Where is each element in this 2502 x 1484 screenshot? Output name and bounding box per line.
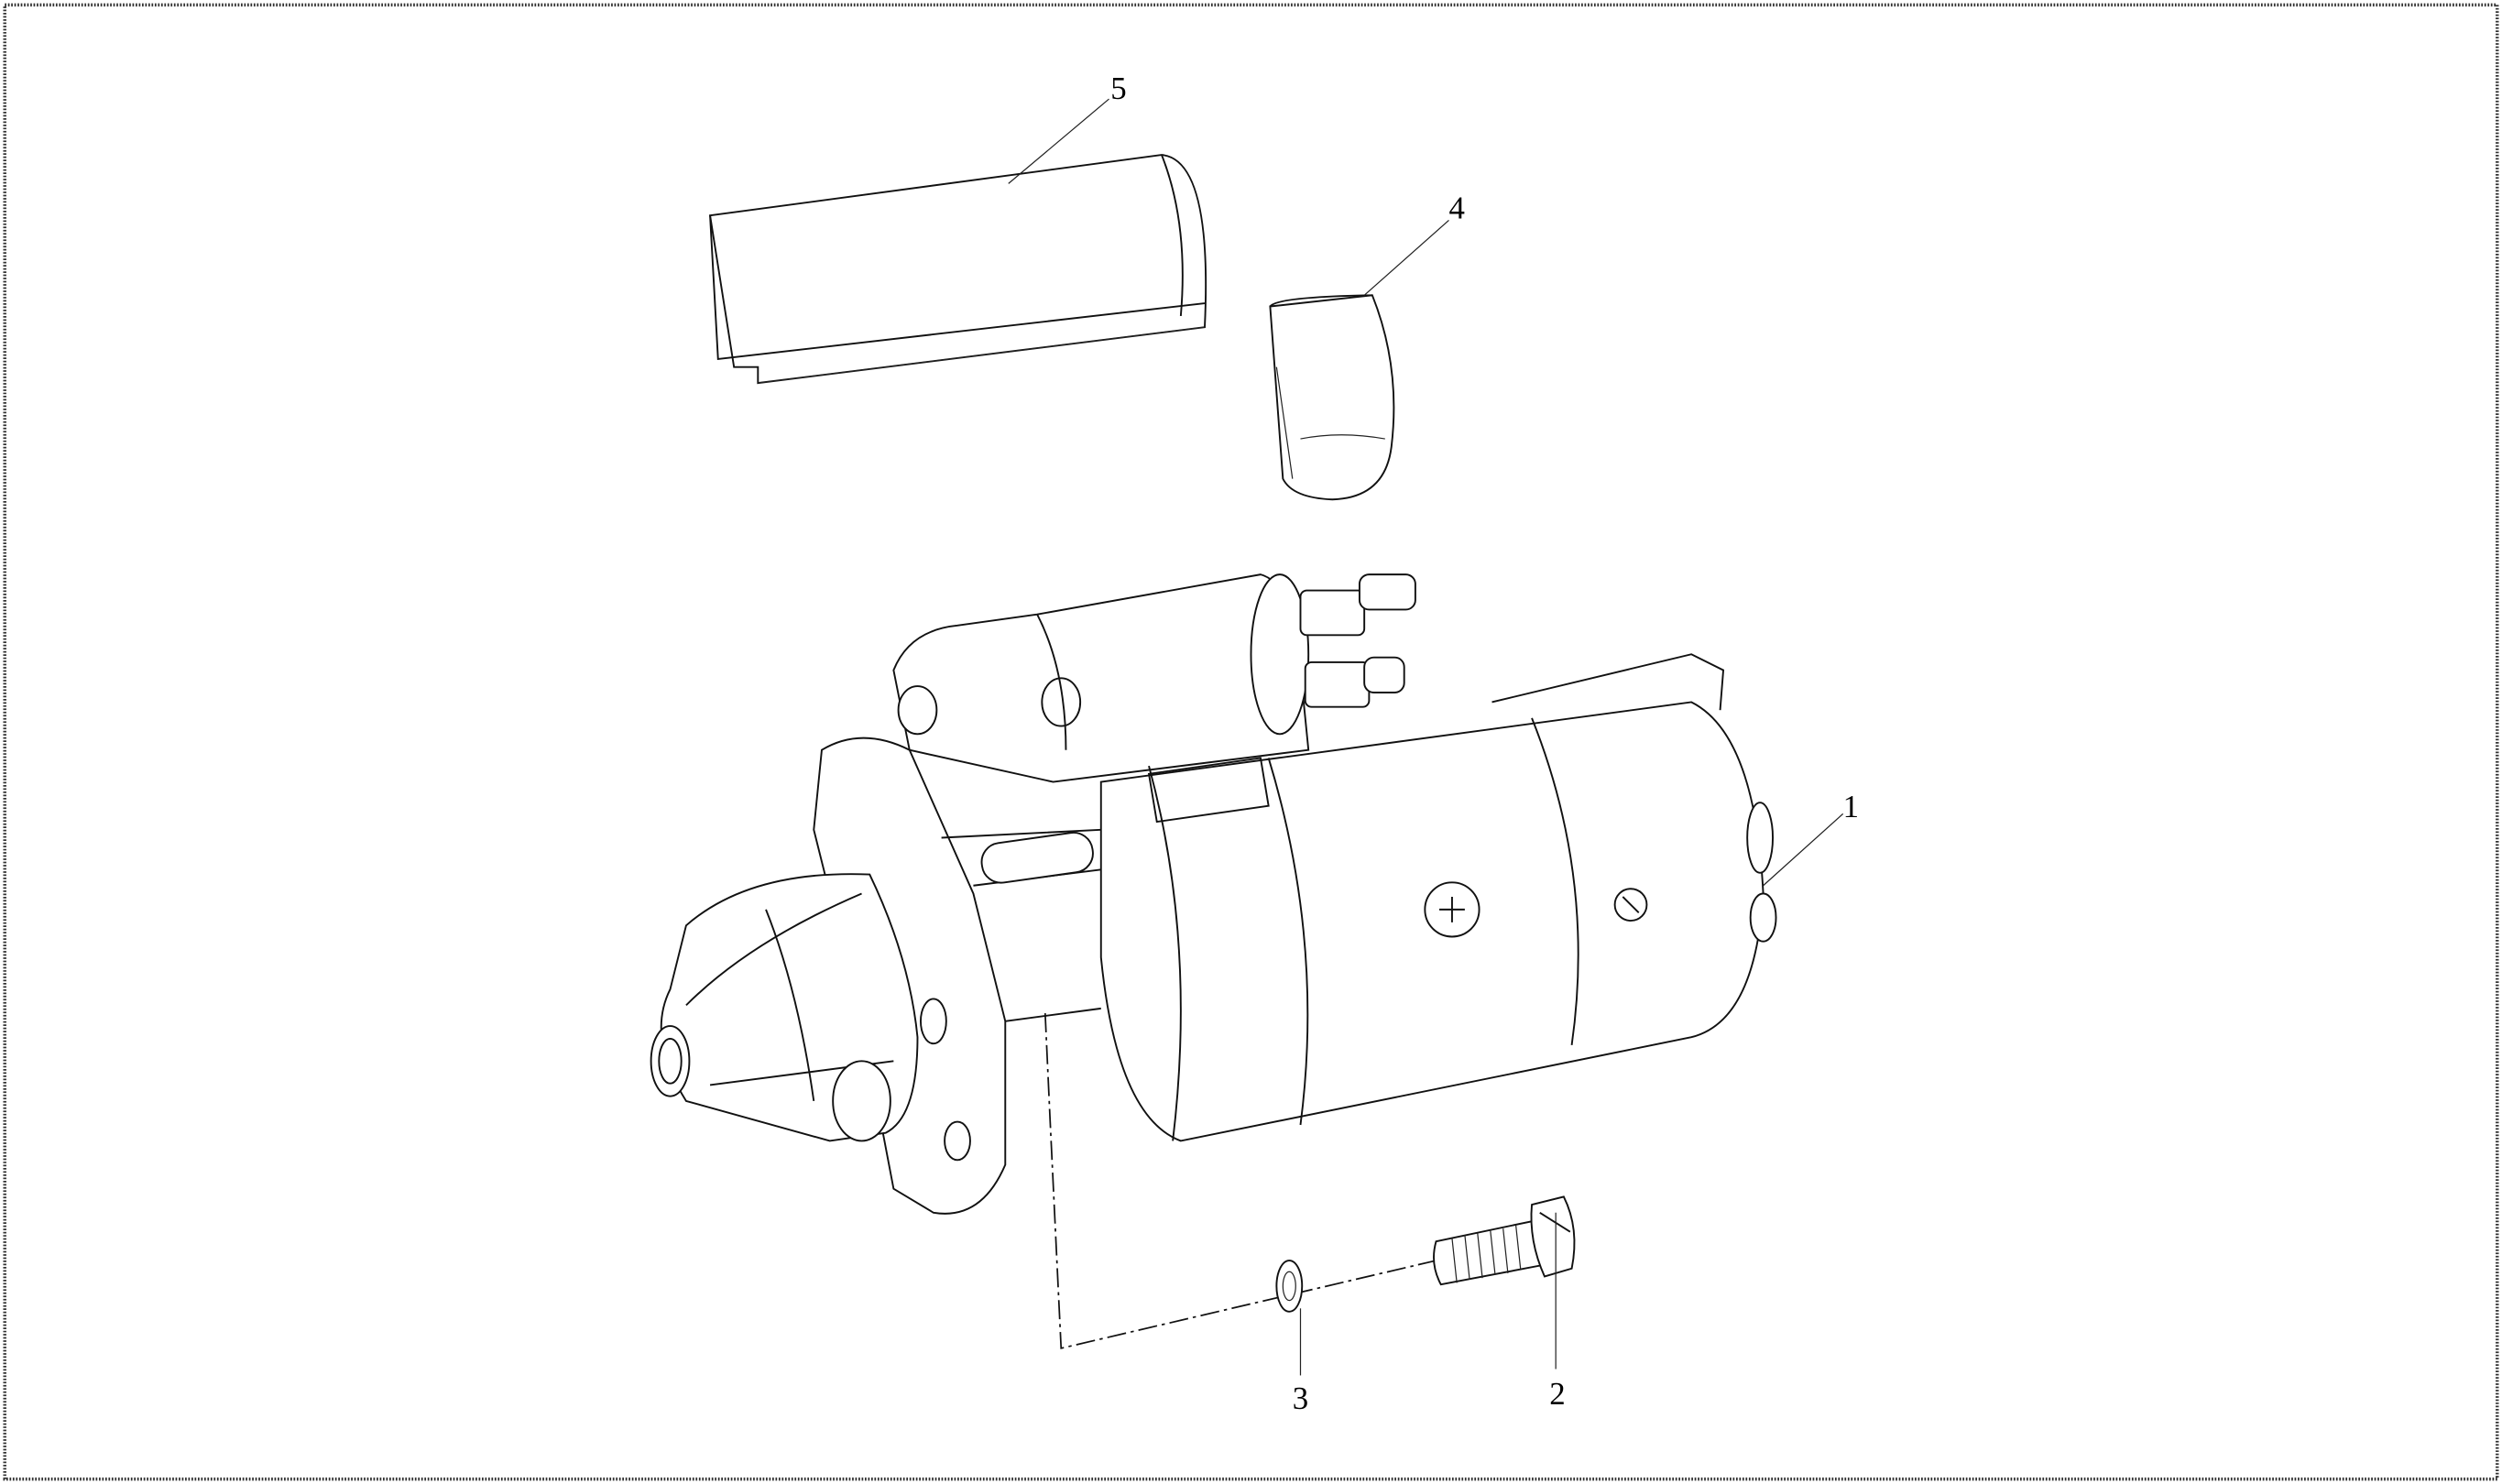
drawing-border xyxy=(3,3,2499,1481)
callout-2: 2 xyxy=(1549,1376,1565,1412)
callout-1: 1 xyxy=(1843,789,1859,824)
part-2-bolt xyxy=(1433,1195,1576,1286)
part-1-starter-motor xyxy=(650,573,1777,1215)
part-3-lock-washer xyxy=(1275,1260,1304,1313)
callout-leaders xyxy=(1008,98,1844,1376)
callout-5: 5 xyxy=(1110,71,1126,106)
callout-4: 4 xyxy=(1448,191,1464,226)
part-5-cover-shell xyxy=(708,154,1207,385)
callout-3: 3 xyxy=(1293,1380,1308,1416)
part-4-terminal-boot xyxy=(1269,294,1395,501)
assembly-centerline xyxy=(1043,1013,1437,1349)
